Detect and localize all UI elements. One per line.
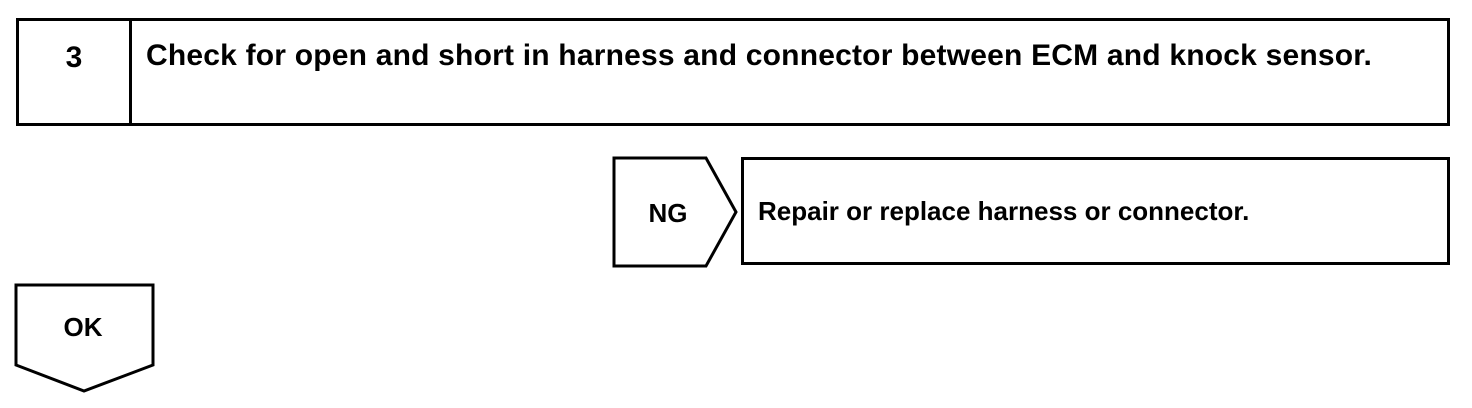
ng-action-text: Repair or replace harness or connector. (758, 195, 1250, 226)
ok-down-arrow-icon (14, 283, 155, 393)
ng-action-box: Repair or replace harness or connector. (741, 157, 1450, 265)
step-title: Check for open and short in harness and … (146, 39, 1373, 72)
step-number: 3 (19, 21, 132, 123)
ok-label: OK (63, 312, 103, 342)
ng-label: NG (648, 198, 688, 228)
step-box: 3 Check for open and short in harness an… (16, 18, 1450, 126)
ng-right-arrow-icon (612, 156, 738, 268)
